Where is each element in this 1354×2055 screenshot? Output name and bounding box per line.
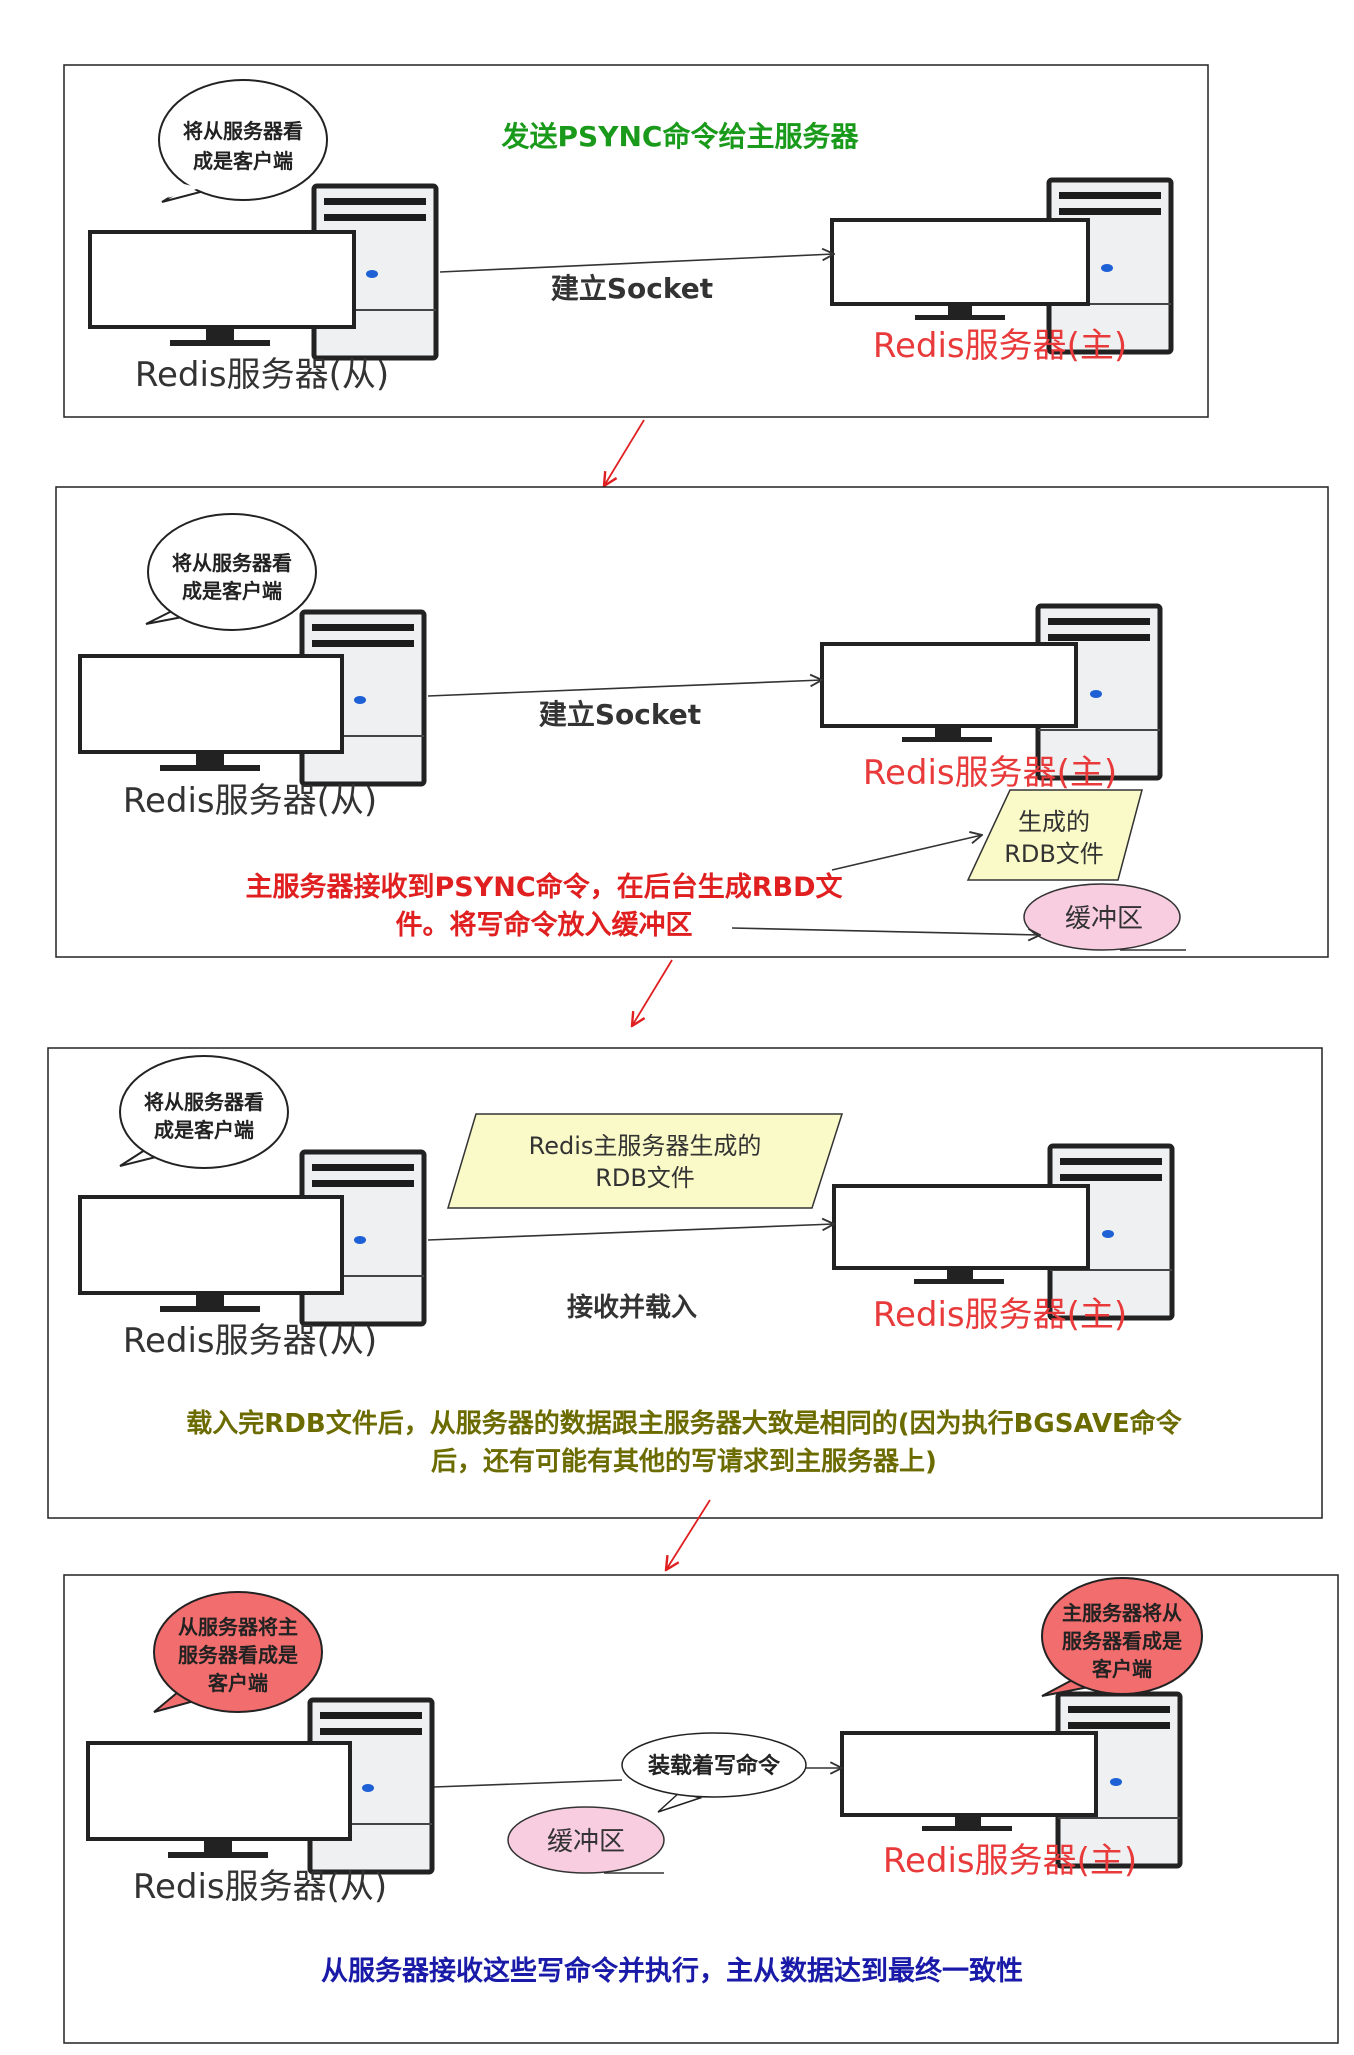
speech-bubble-2 bbox=[145, 513, 317, 631]
buffer-4-label: 缓冲区 bbox=[547, 1827, 625, 1857]
socket-label-2: 建立Socket bbox=[539, 698, 701, 731]
panel-3-caption-line2: 后，还有可能有其他的写请求到主服务器上) bbox=[431, 1446, 937, 1477]
slave-server-2 bbox=[78, 612, 424, 784]
slave-red-bubble-4 bbox=[153, 1591, 323, 1713]
buffer-2-label: 缓冲区 bbox=[1065, 904, 1143, 934]
slave-label-1: Redis服务器(从) bbox=[135, 355, 389, 395]
slave-bubble-2-line2: 成是客户端 bbox=[182, 579, 282, 603]
rdb-note-2 bbox=[966, 789, 1143, 881]
write-command-bubble-4 bbox=[621, 1732, 807, 1813]
rdb-arrow-2 bbox=[831, 835, 982, 871]
slave-bubble-1-line2: 成是客户端 bbox=[193, 149, 293, 173]
slave-server-1 bbox=[88, 186, 436, 358]
master-label-4: Redis服务器(主) bbox=[883, 1841, 1137, 1881]
slave-label-4: Redis服务器(从) bbox=[133, 1867, 387, 1907]
speech-bubble-3 bbox=[119, 1055, 289, 1169]
slave-label-2: Redis服务器(从) bbox=[123, 781, 377, 821]
slave-bubble-2-line1: 将从服务器看 bbox=[172, 551, 292, 575]
master-red-bubble-4-line2: 服务器看成是 bbox=[1062, 1629, 1182, 1653]
rdb-note-2-line2: RDB文件 bbox=[1004, 840, 1104, 868]
rdb-note-3 bbox=[446, 1113, 844, 1209]
panel-2-caption-line2: 件。将写命令放入缓冲区 bbox=[396, 909, 693, 941]
slave-server-3 bbox=[78, 1152, 424, 1324]
speech-bubble-1 bbox=[158, 79, 328, 203]
slave-bubble-1-line1: 将从服务器看 bbox=[183, 119, 303, 143]
receive-label-3: 接收并载入 bbox=[567, 1292, 697, 1323]
flow-arrow-1 bbox=[604, 419, 645, 486]
panel-2-caption-line1: 主服务器接收到PSYNC命令，在后台生成RBD文 bbox=[246, 871, 844, 903]
transfer-link-4 bbox=[433, 1779, 623, 1788]
slave-bubble-3-line1: 将从服务器看 bbox=[144, 1090, 264, 1114]
master-server-3 bbox=[832, 1146, 1172, 1318]
panel-4-caption: 从服务器接收这些写命令并执行，主从数据达到最终一致性 bbox=[321, 1955, 1023, 1987]
socket-link-2 bbox=[427, 680, 822, 697]
socket-link-1 bbox=[439, 254, 834, 273]
slave-red-bubble-4-line2: 服务器看成是 bbox=[178, 1643, 298, 1667]
flow-arrow-2 bbox=[632, 959, 673, 1026]
master-red-bubble-4 bbox=[1041, 1577, 1203, 1697]
slave-bubble-3-line2: 成是客户端 bbox=[154, 1118, 254, 1142]
master-red-bubble-4-line1: 主服务器将从 bbox=[1062, 1601, 1182, 1625]
buffer-arrow-2 bbox=[731, 927, 1040, 935]
flow-arrow-3 bbox=[666, 1499, 711, 1570]
slave-red-bubble-4-line3: 客户端 bbox=[207, 1671, 268, 1695]
slave-server-4 bbox=[86, 1700, 432, 1872]
socket-label-1: 建立Socket bbox=[551, 272, 713, 305]
master-server-4 bbox=[840, 1694, 1180, 1866]
panel-1-title: 发送PSYNC命令给主服务器 bbox=[501, 120, 860, 153]
master-label-1: Redis服务器(主) bbox=[873, 326, 1127, 366]
receive-link-3 bbox=[427, 1224, 834, 1241]
buffer-2 bbox=[1023, 883, 1181, 951]
rdb-note-2-line1: 生成的 bbox=[1018, 808, 1090, 836]
master-label-3: Redis服务器(主) bbox=[873, 1295, 1127, 1335]
write-command-label-4: 装载着写命令 bbox=[648, 1753, 781, 1779]
rdb-note-3-line2: RDB文件 bbox=[595, 1164, 695, 1192]
buffer-4 bbox=[507, 1806, 665, 1874]
slave-label-3: Redis服务器(从) bbox=[123, 1321, 377, 1361]
slave-red-bubble-4-line1: 从服务器将主 bbox=[178, 1615, 298, 1639]
rdb-note-3-line1: Redis主服务器生成的 bbox=[529, 1132, 762, 1160]
master-red-bubble-4-line3: 客户端 bbox=[1091, 1657, 1152, 1681]
master-server-1 bbox=[830, 180, 1171, 352]
panel-3-caption-line1: 载入完RDB文件后，从服务器的数据跟主服务器大致是相同的(因为执行BGSAVE命… bbox=[186, 1408, 1182, 1439]
master-label-2: Redis服务器(主) bbox=[863, 753, 1117, 793]
